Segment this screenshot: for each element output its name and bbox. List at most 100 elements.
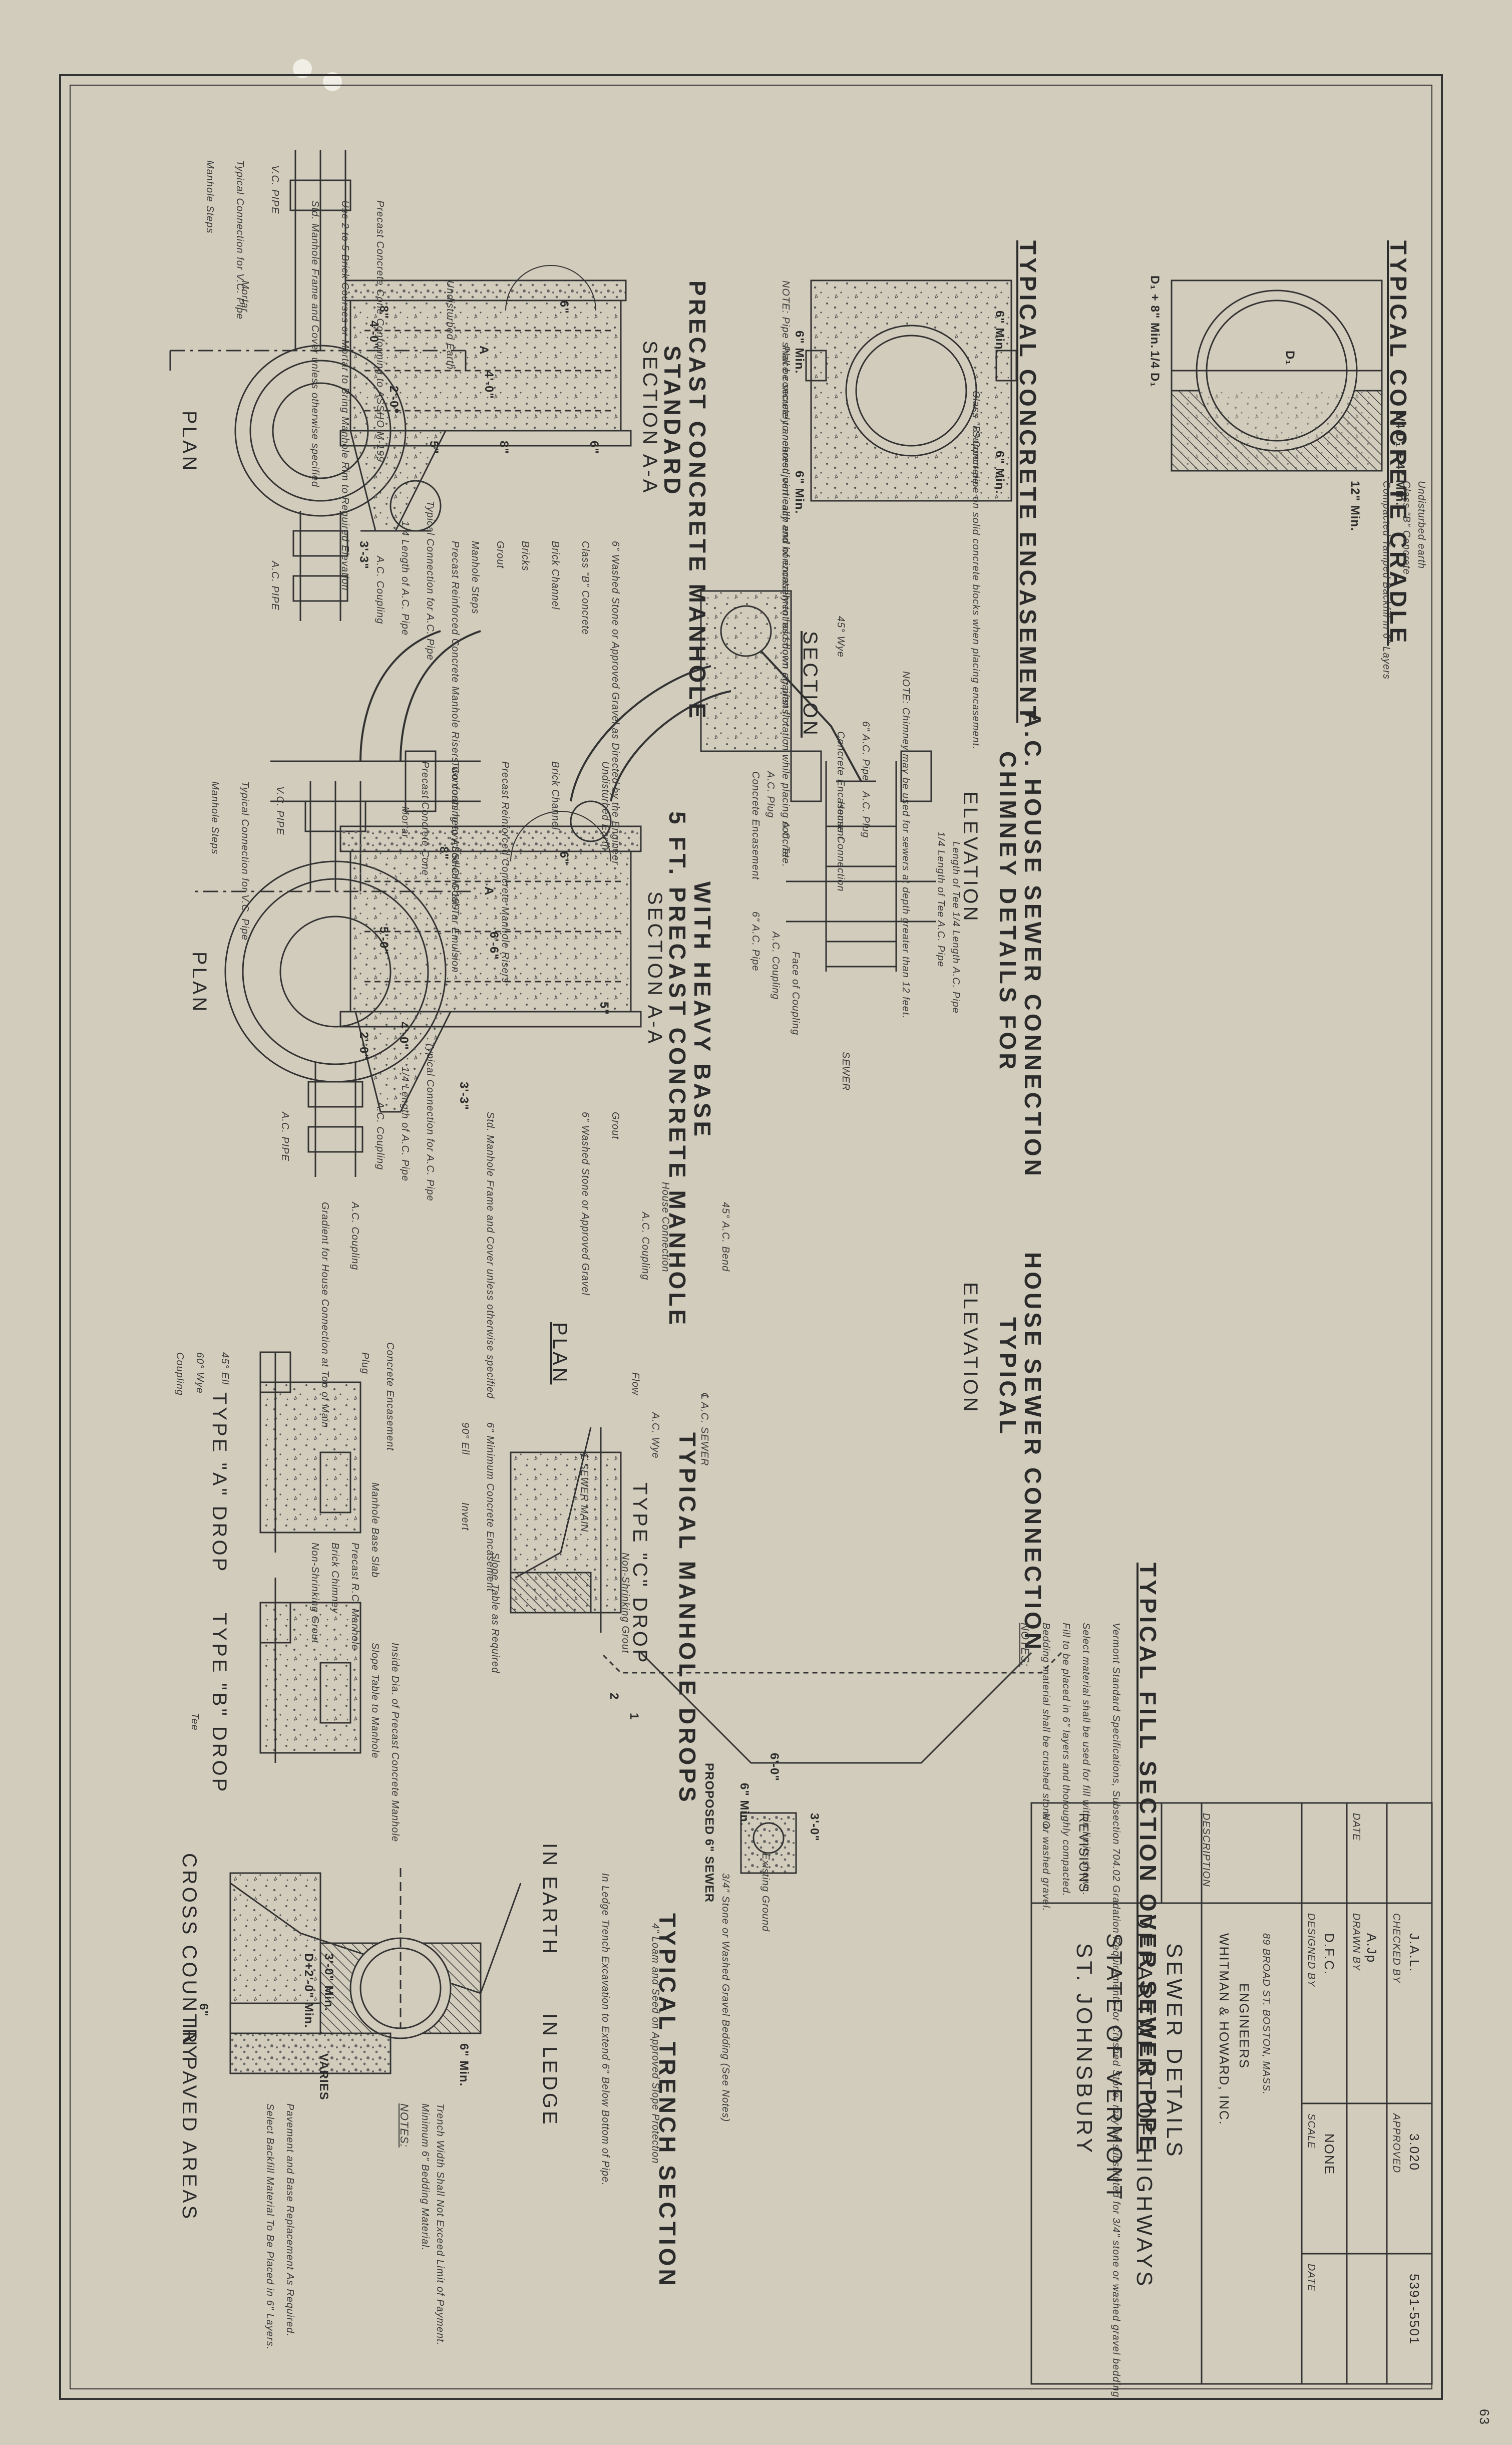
house-callout: ℄ A.C. SEWER <box>699 1392 710 1466</box>
trench-label: IN EARTH <box>539 1843 561 1956</box>
tb-approved-label: APPROVED <box>1391 2113 1402 2174</box>
std-callout: Manhole Steps <box>470 541 481 615</box>
cradle-dim: 12" Min. <box>1348 481 1362 531</box>
plan-b-callout: Typical Connection for A.C. Pipe <box>425 1042 436 1201</box>
chimney-callout: 6" A.C. Pipe <box>860 721 871 781</box>
trench-label: IN PAVED AREAS <box>178 2023 200 2222</box>
dim: 4'-0" <box>482 371 496 399</box>
chimney-section-label: SECTION <box>799 631 821 738</box>
trench-label: IN LEDGE <box>539 2013 561 2127</box>
chimney-callout: A.C. Plug <box>765 771 776 818</box>
drop-type-a: TYPE "A" DROP <box>208 1392 230 1574</box>
std-callout: Bricks <box>520 541 531 571</box>
drop-type-b: TYPE "B" DROP <box>208 1613 230 1794</box>
plan-a-callout: 1/4 Length of A.C. Pipe <box>400 521 411 636</box>
fill-note: Bedding material shall be crushed stone … <box>1040 1623 1051 1912</box>
plan-a-section-marker: A <box>477 346 491 355</box>
plan-a-label: PLAN <box>178 411 200 473</box>
section-aa-std-label: SECTION A-A <box>639 341 661 495</box>
plan-a-callout: A.C. PIPE <box>269 561 280 611</box>
dim: 8" <box>497 441 511 454</box>
encasement-dim: 6" Min. <box>993 311 1006 354</box>
plan-b-callout: Typical Connection for V.C. Pipe <box>239 781 250 941</box>
tb-drawn: A.Jp <box>1364 1933 1379 1964</box>
drop-callout: 90° Ell <box>460 1422 471 1455</box>
std-manhole-subtitle: PRECAST CONCRETE MANHOLE <box>684 280 710 722</box>
trench-note: Trench Width Shall Not Exceed Limit of P… <box>435 2103 446 2346</box>
plan-a-callout: Manhole Steps <box>204 160 215 234</box>
section-aa-heavy-drawing <box>339 811 642 1113</box>
chimney-callout: Concrete Encasement <box>750 771 761 880</box>
drop-callout: Coupling <box>174 1352 185 1396</box>
trench-note: Select Backfill Material To Be Placed in… <box>264 2103 275 2350</box>
std-callout: Undisturbed Earth <box>445 280 456 370</box>
cradle-drawing <box>1171 279 1383 472</box>
drop-callout: Brick Chimney <box>329 1543 340 1614</box>
drop-callout: Inside Dia. of Precast Concrete Manhole <box>390 1643 401 1843</box>
dim: 2'-0" <box>387 386 401 414</box>
title-block-lines <box>1030 1802 1433 2385</box>
house-callout: House Connection <box>660 1182 671 1273</box>
drop-callout: Non-Shrinking Grout <box>620 1553 631 1654</box>
std-callout: Std. Manhole Frame and Cover unless othe… <box>309 200 320 488</box>
plan-b-section-marker: A <box>482 886 496 896</box>
heavy-manhole-subtitle: WITH HEAVY BASE <box>689 881 715 1140</box>
fill-slope: 4" Loam and Seed on Approved Slope Prote… <box>650 1923 661 2164</box>
house-callout: A.C. Wye <box>650 1412 661 1459</box>
std-callout: Brick Channel <box>550 541 561 610</box>
cradle-dim: D₁ <box>1283 351 1297 366</box>
heavy-callout: Grout <box>610 1112 621 1140</box>
tb-scale-label: SCALE <box>1306 2113 1317 2149</box>
plan-b-callout: Manhole Steps <box>209 781 220 855</box>
section-aa-std-drawing <box>339 265 632 532</box>
drop-callout: Slope Table to Manhole <box>369 1643 381 1759</box>
chimney-callout: Face of Coupling <box>790 952 801 1036</box>
tb-revisions-label: REVISIONS <box>1076 1813 1091 1893</box>
trench-dim: 6" <box>197 2003 210 2017</box>
drop-callout: 60° Wye <box>194 1352 205 1394</box>
std-manhole-title: STANDARD <box>659 346 685 497</box>
chimney-subtitle: A.C. HOUSE SEWER CONNECTION <box>1020 711 1046 1179</box>
chimney-callout: 1/4 Length A.C. Pipe <box>950 911 961 1014</box>
drops-drawing <box>259 1351 622 1763</box>
dim: 5" <box>597 1002 611 1015</box>
heavy-callout: Precast Concrete Cone <box>420 761 431 876</box>
chimney-callout: SEWER <box>840 1052 851 1091</box>
sheet-border <box>59 74 1443 2400</box>
trench-dim: D+2'-0" Min. <box>302 1953 315 2028</box>
plan-b-label: PLAN <box>188 952 210 1014</box>
tb-checked-label: CHECKED BY <box>1391 1913 1402 1984</box>
trench-note: Pavement and Base Replacement As Require… <box>284 2103 295 2337</box>
fill-drawing <box>600 1652 1062 1874</box>
tb-state: STATE OF VERMONT <box>1102 1933 1126 2202</box>
drop-callout: Precast R.C. Manhole <box>349 1543 360 1651</box>
chimney-callout: 45° Wye <box>835 616 846 658</box>
chimney-title: CHIMNEY DETAILS FOR <box>995 751 1021 1073</box>
drop-type-c: TYPE "C" DROP <box>629 1482 651 1665</box>
chimney-callout: A.C. Plug <box>860 791 871 838</box>
margin-number: 63 <box>1477 2409 1492 2425</box>
chimney-drawing <box>700 590 936 972</box>
std-callout: Use 2 to 5 Brick Courses or Mortar to Br… <box>339 200 350 591</box>
fill-note: Fill to be placed in 6" layers and thoro… <box>1060 1623 1071 1897</box>
cradle-dim: D₁ + 8" Min. <box>1148 275 1162 349</box>
trench-dim: 6" Min. <box>457 2043 471 2087</box>
drop-callout: Non-Shrinking Grout <box>309 1543 320 1644</box>
tb-sheet: SEWER DETAILS <box>1162 1943 1187 2160</box>
tb-town: ST. JOHNSBURY <box>1072 1943 1096 2156</box>
drop-callout: Concrete Encasement <box>385 1342 396 1451</box>
heavy-callout: Std. Manhole Frame and Cover unless othe… <box>485 1112 496 1399</box>
fill-label: Existing Ground <box>760 1853 771 1932</box>
sheet-inner-border <box>70 85 1432 2389</box>
house-callout: Gradient for House Connection at Top of … <box>319 1202 330 1428</box>
fill-label: 6" Min. <box>737 1783 751 1826</box>
std-callout: Precast Concrete Cone Conforming to ASSH… <box>374 200 386 463</box>
plan-b-callout: Mortar <box>400 806 411 838</box>
tb-drawn-label: DRAWN BY <box>1351 1913 1362 1971</box>
fill-label: PROPOSED 6" SEWER <box>702 1763 716 1903</box>
tb-firm: WHITMAN & HOWARD, INC. <box>1217 1933 1232 2125</box>
house-callout: 45° A.C. Bend <box>720 1202 731 1272</box>
